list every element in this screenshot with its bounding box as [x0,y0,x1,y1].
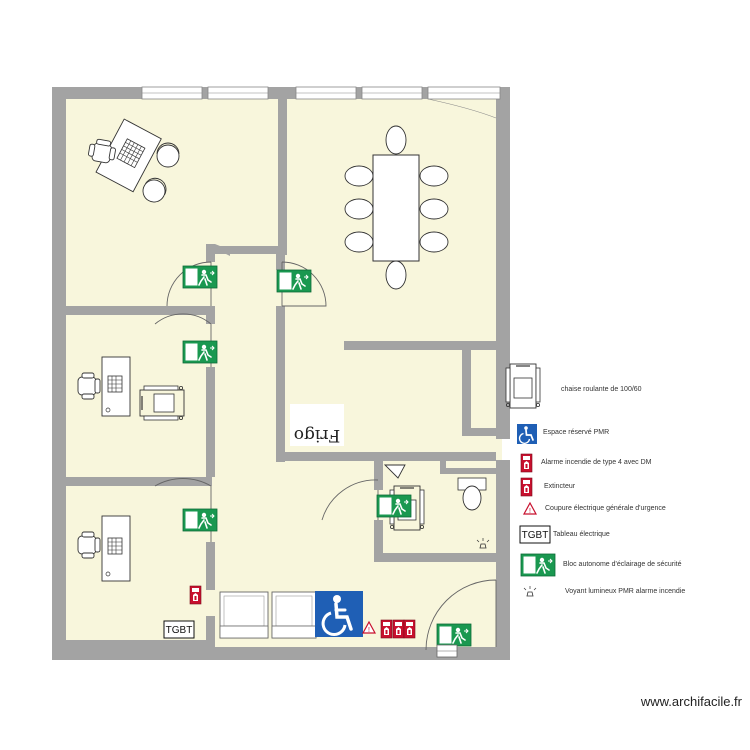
frigo-label: Frigo [294,425,340,445]
emergency-exit-icon [376,494,412,518]
legend-tgbt-box-text: TGBT [522,530,549,541]
svg-text:!: ! [529,508,531,515]
legend: ! TGBT [505,363,556,597]
emergency-exit-icon [182,265,218,289]
pmr-symbol-icon [315,591,363,637]
fire-extinguisher-icon [392,619,405,639]
fire-extinguisher-icon [520,477,533,497]
fire-extinguisher-icon [189,585,202,605]
emergency-exit-icon [182,508,218,532]
legend-label-wheelchair: chaise roulante de 100/60 [561,386,642,393]
office-1-furniture [87,118,180,207]
emergency-exit-icon [182,340,218,364]
legend-label-fire-alarm: Alarme incendie de type 4 avec DM [541,459,652,466]
tgbt-label: TGBT [166,625,193,636]
emergency-exit-icon [436,623,472,647]
alarm-light-icon [523,586,537,597]
office-3-furniture [77,515,131,582]
tgbt-box-icon: TGBT [163,620,195,639]
fire-alarm-icon [380,619,393,639]
legend-label-emergency-lighting: Bloc autonome d'éclairage de sécurité [563,561,682,568]
office-2-furniture [77,356,185,421]
entrance-door [436,644,458,658]
meeting-room-furniture [344,125,449,290]
wheelchair-icon [505,363,541,409]
interior-walls [60,96,500,656]
legend-label-pmr: Espace réservé PMR [543,429,610,436]
warning-triangle-icon: ! [361,620,377,634]
tgbt-box-icon: TGBT [519,525,551,544]
alarm-light-icon [476,538,490,549]
legend-label-alarm-light: Voyant lumineux PMR alarme incendie [565,588,686,595]
wc-room [383,464,490,549]
legend-label-emergency-cut: Coupure électrique générale d'urgence [545,505,666,512]
warning-triangle-icon: ! [522,501,538,515]
emergency-exit-icon [520,553,556,577]
frigo-room: Frigo [290,404,344,446]
waiting-sofas [219,591,317,639]
windows [141,86,501,119]
emergency-exit-icon [276,269,312,293]
fire-alarm-icon [520,453,533,473]
svg-text:!: ! [368,627,370,634]
legend-label-electric-panel: Tableau électrique [553,531,610,538]
fire-extinguisher-icon [403,619,416,639]
pmr-symbol-icon [517,424,537,445]
legend-label-extinguisher: Extincteur [544,483,576,490]
watermark: www.archifacile.fr [640,694,742,709]
